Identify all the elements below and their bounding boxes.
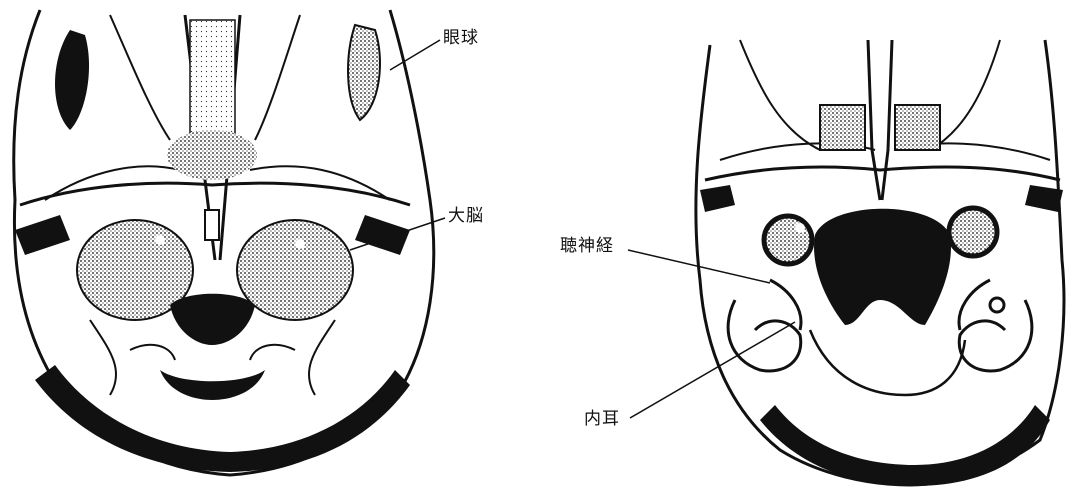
- cerebrum-label: 大脳: [448, 208, 484, 225]
- auditory-nerve-label: 聴神経: [560, 238, 614, 255]
- eyeball-label: 眼球: [443, 30, 479, 47]
- right-brainstem: [814, 209, 951, 325]
- left-pituitary: [205, 210, 219, 240]
- right-cranial-floor: [705, 167, 1060, 180]
- right-inner-ear-r: [959, 280, 1032, 371]
- left-nasal-cavity: [190, 20, 235, 140]
- right-ear-dot: [795, 223, 805, 233]
- right-face-lines: [720, 40, 1050, 160]
- left-sphenoid: [167, 130, 257, 180]
- left-brain-spot-r: [295, 239, 305, 249]
- left-brainstem: [170, 294, 255, 345]
- left-eye-socket-r: [348, 25, 380, 120]
- right-ear-ring-l: [764, 216, 812, 264]
- right-ear-ring-r: [949, 208, 997, 256]
- right-nasal-septum: [868, 40, 892, 200]
- inner-ear-label: 内耳: [584, 411, 620, 428]
- right-sinus-l: [820, 105, 865, 150]
- right-posterior-fossa: [810, 330, 965, 395]
- left-brain-spot-l: [155, 235, 165, 245]
- right-neck-muscle: [760, 405, 1050, 486]
- left-eye-socket-l: [55, 30, 89, 130]
- right-head-section: [696, 40, 1064, 486]
- right-inner-ear-spot: [990, 298, 1004, 312]
- right-sinus-r: [895, 105, 940, 150]
- left-posterior-fossa: [160, 370, 265, 400]
- left-cranial-floor: [20, 183, 410, 205]
- eyeball-leader-line: [390, 40, 440, 70]
